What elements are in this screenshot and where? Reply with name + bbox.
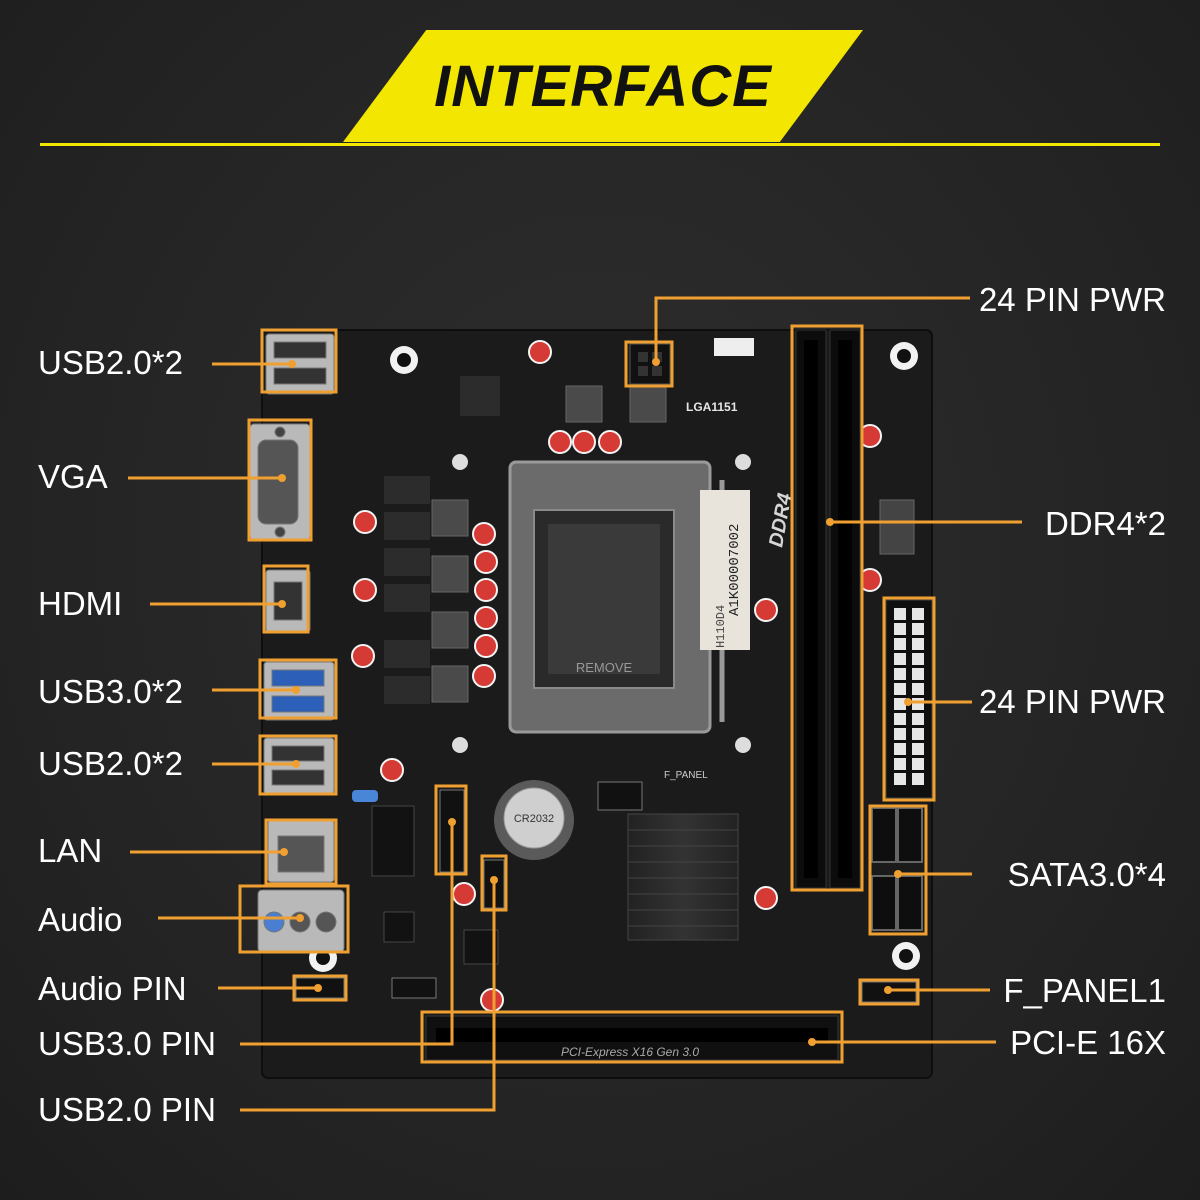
label-ddr4: DDR4*2	[1044, 505, 1166, 542]
pcie-silkscreen: PCI-Express X16 Gen 3.0	[561, 1045, 699, 1059]
label-f-panel: F_PANEL1	[1003, 972, 1166, 1009]
title-underline	[40, 143, 1160, 146]
cpu-4pin-power	[629, 343, 671, 385]
rear-io-ports	[249, 333, 345, 953]
audio-chip	[463, 929, 499, 965]
label-atx-power: 24 PIN PWR	[978, 683, 1166, 720]
capacitors	[351, 340, 882, 1012]
label-lan: LAN	[38, 832, 103, 869]
sata-ports	[871, 807, 923, 931]
page-title: INTERFACE	[434, 53, 772, 119]
label-audio-pin: Audio PIN	[38, 970, 187, 1007]
cpu-fan-header	[714, 338, 754, 356]
dimm-slots	[795, 329, 861, 889]
label-usb3-rear: USB3.0*2	[38, 673, 183, 710]
cmos-battery: CR2032	[494, 780, 574, 860]
label-usb2-rear-bottom: USB2.0*2	[38, 745, 183, 782]
chipset-heatsink	[627, 813, 739, 941]
battery-label: CR2032	[514, 813, 554, 825]
callout-dots	[278, 358, 912, 1046]
socket-cover-text: REMOVE	[576, 660, 633, 675]
label-vga: VGA	[38, 458, 108, 495]
chip-marking: H110D4	[714, 605, 728, 648]
lan-chip	[371, 805, 415, 877]
label-usb2-rear-top: USB2.0*2	[38, 344, 183, 381]
label-usb3-pin: USB3.0 PIN	[38, 1025, 216, 1062]
title-banner	[343, 30, 863, 142]
label-audio: Audio	[38, 901, 123, 938]
io-chip	[879, 499, 915, 555]
label-usb2-pin: USB2.0 PIN	[38, 1091, 216, 1128]
vrm-components	[384, 376, 667, 704]
mounting-holes	[309, 342, 920, 972]
label-hdmi: HDMI	[38, 585, 123, 622]
label-cpu-power: 24 PIN PWR	[978, 281, 1166, 318]
socket-label: LGA1151	[686, 400, 738, 414]
bios-chip	[383, 911, 415, 943]
callout-annotations	[128, 296, 1022, 1112]
atx-24pin-connector	[885, 599, 933, 799]
serial-marking: A1K00007002	[727, 524, 743, 616]
pcie-x16-slot: PCI-Express X16 Gen 3.0	[425, 1015, 839, 1061]
label-sata: SATA3.0*4	[1007, 856, 1166, 893]
cpu-socket: REMOVE A1K00007002 H110D4	[508, 460, 750, 734]
jumper-blue	[352, 790, 378, 802]
f-panel-silkscreen: F_PANEL	[664, 770, 708, 781]
label-pcie: PCI-E 16X	[1010, 1024, 1166, 1061]
